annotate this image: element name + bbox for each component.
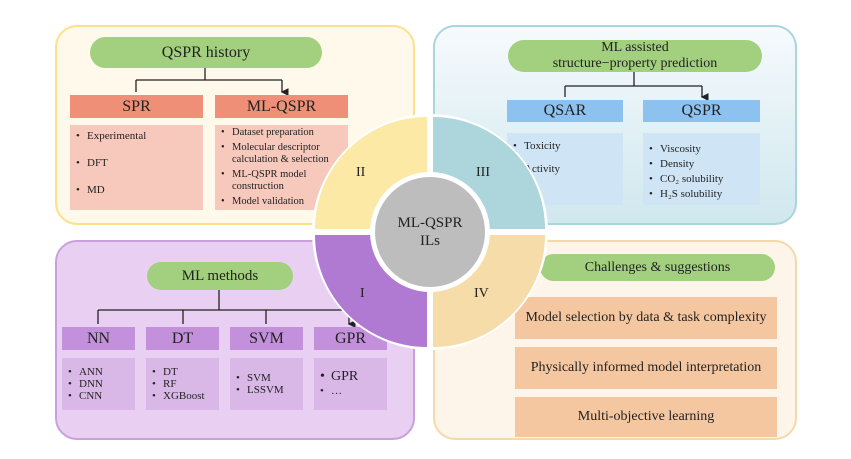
dt-list: DTRFXGBoost [146,358,219,410]
quadrant-label-iv: IV [474,286,489,301]
qspr-history-title: QSPR history [90,37,322,68]
quadrant-label-ii: II [356,165,366,180]
ml-methods-title: ML methods [147,262,293,290]
gpr-list: GPR… [314,358,387,410]
ml-qspr-header: ML-QSPR [215,95,348,118]
qsar-header: QSAR [507,100,623,122]
spr-list: ExperimentalDFTMD [70,125,203,210]
svm-list: SVMLSSVM [230,358,303,410]
challenge-item: Multi-objective learning [515,397,777,437]
challenge-item: Physically informed model interpretation [515,347,777,389]
nn-header: NN [62,327,135,350]
center-circle [375,177,485,287]
svm-header: SVM [230,327,303,350]
challenge-item: Model selection by data & task complexit… [515,297,777,339]
dt-header: DT [146,327,219,350]
qspr-header: QSPR [643,100,760,122]
quadrant-label-iii: III [476,165,490,180]
nn-list: ANNDNNCNN [62,358,135,410]
challenges-title: Challenges & suggestions [540,254,775,281]
quadrant-label-i: I [360,286,365,301]
qspr-list: ViscosityDensityCO₂ solubilityH₂S solubi… [643,133,760,205]
spr-header: SPR [70,95,203,118]
